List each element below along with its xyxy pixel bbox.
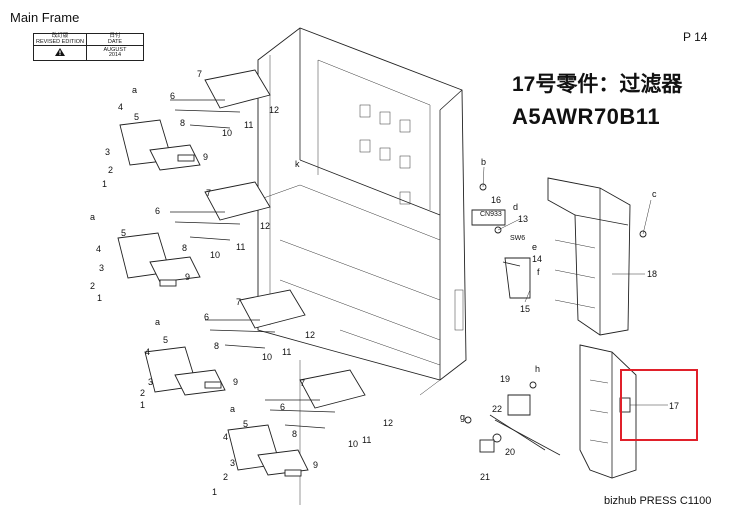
callout-7-4: 7 xyxy=(300,378,305,388)
callout-6: 6 xyxy=(170,91,175,101)
callout-3-2: 3 xyxy=(99,263,104,273)
callout-f: f xyxy=(537,267,540,277)
callout-d: d xyxy=(513,202,518,212)
callout-19: 19 xyxy=(500,374,510,384)
callout-9: 9 xyxy=(203,152,208,162)
leader-lines xyxy=(482,166,668,406)
callout-a-4: a xyxy=(230,404,235,414)
callout-11: 11 xyxy=(244,120,253,130)
assembly-group-1 xyxy=(119,69,271,171)
footer-model: bizhub PRESS C1100 xyxy=(604,495,712,507)
callout-a-2: a xyxy=(90,212,95,222)
callout-2-3: 2 xyxy=(140,388,145,398)
callout-2: 2 xyxy=(108,165,113,175)
callout-9-4: 9 xyxy=(313,460,318,470)
callout-8: 8 xyxy=(180,118,185,128)
callout-10: 10 xyxy=(222,128,232,138)
date-label: DATE xyxy=(107,38,123,45)
callout-labels: a 7 6 4 5 8 10 11 12 9 3 2 1 a 7 6 4 5 8… xyxy=(90,69,679,497)
callout-a-3: a xyxy=(155,317,160,327)
callout-7-2: 7 xyxy=(206,188,211,198)
revision-year: 2014 xyxy=(108,52,122,58)
callout-11-2: 11 xyxy=(236,242,245,252)
callout-12-4: 12 xyxy=(383,418,393,428)
revision-month: AUGUST xyxy=(103,46,127,53)
callout-cn933: CN933 xyxy=(480,211,502,218)
callout-18: 18 xyxy=(647,269,657,279)
callout-22: 22 xyxy=(492,404,502,414)
callout-b: b xyxy=(481,157,486,167)
callout-10-4: 10 xyxy=(348,439,358,449)
callout-5-2: 5 xyxy=(121,228,126,238)
callout-10-2: 10 xyxy=(210,250,220,260)
callout-g: g xyxy=(460,412,465,422)
callout-12-2: 12 xyxy=(260,221,270,231)
highlight-box xyxy=(620,369,698,441)
callout-5: 5 xyxy=(134,112,139,122)
callout-15: 15 xyxy=(520,304,530,314)
parts-19-22 xyxy=(464,381,561,456)
callout-10-3: 10 xyxy=(262,352,272,362)
callout-7: 7 xyxy=(197,69,202,79)
callout-1-3: 1 xyxy=(140,400,145,410)
callout-5-4: 5 xyxy=(243,419,248,429)
callout-8-3: 8 xyxy=(214,341,219,351)
callout-6-2: 6 xyxy=(155,206,160,216)
parts-13-16 xyxy=(471,183,531,299)
revised-label-zh: 改訂版 xyxy=(51,33,69,39)
main-frame-drawing xyxy=(257,27,467,505)
callout-6-3: 6 xyxy=(204,312,209,322)
assembly-group-4 xyxy=(227,369,366,477)
callout-6-4: 6 xyxy=(280,402,285,412)
callout-14: 14 xyxy=(532,254,542,264)
callout-8-4: 8 xyxy=(292,429,297,439)
callout-3-3: 3 xyxy=(148,377,153,387)
annotation-part-code: A5AWR70B11 xyxy=(512,104,661,129)
callout-a: a xyxy=(132,85,137,95)
callout-4-4: 4 xyxy=(223,432,228,442)
callout-2-4: 2 xyxy=(223,472,228,482)
revised-label: REVISED EDITION xyxy=(36,38,84,45)
callout-7-3: 7 xyxy=(236,297,241,307)
callout-3: 3 xyxy=(105,147,110,157)
date-label-zh: 日付 xyxy=(109,33,121,39)
callout-1-4: 1 xyxy=(212,487,217,497)
callout-4-3: 4 xyxy=(145,347,150,357)
part-17-filter xyxy=(579,344,637,479)
callout-4-2: 4 xyxy=(96,244,101,254)
revision-date: AUGUST 2014 xyxy=(85,45,144,61)
assembly-group-3 xyxy=(144,289,306,396)
callout-4: 4 xyxy=(118,102,123,112)
callout-1: 1 xyxy=(102,179,107,189)
callout-3-4: 3 xyxy=(230,458,235,468)
revision-box: 改訂版 REVISED EDITION 日付 DATE AUGUST 2014 xyxy=(33,33,144,61)
callout-e: e xyxy=(532,242,537,252)
callout-h: h xyxy=(535,364,540,374)
callout-17: 17 xyxy=(669,401,679,411)
annotation-title: 17号零件：过滤器 xyxy=(512,73,683,96)
callout-k: k xyxy=(295,159,300,169)
callout-c: c xyxy=(652,189,657,199)
callout-11-3: 11 xyxy=(282,347,291,357)
callout-9-2: 9 xyxy=(185,272,190,282)
warning-icon xyxy=(54,47,65,56)
assembly-group-2 xyxy=(117,181,271,287)
callout-5-3: 5 xyxy=(163,335,168,345)
callout-12-3: 12 xyxy=(305,330,315,340)
callout-12: 12 xyxy=(269,105,279,115)
part-18-duct xyxy=(547,177,647,336)
callout-16: 16 xyxy=(491,195,501,205)
page-title: Main Frame xyxy=(10,10,80,25)
callout-9-3: 9 xyxy=(233,377,238,387)
callout-sw6: SW6 xyxy=(510,235,525,242)
callout-2-2: 2 xyxy=(90,281,95,291)
page-number: P 14 xyxy=(683,30,708,44)
callout-13: 13 xyxy=(518,214,528,224)
callout-11-4: 11 xyxy=(362,435,371,445)
callout-21: 21 xyxy=(480,472,490,482)
callout-8-2: 8 xyxy=(182,243,187,253)
callout-20: 20 xyxy=(505,447,515,457)
callout-1-2: 1 xyxy=(97,293,102,303)
